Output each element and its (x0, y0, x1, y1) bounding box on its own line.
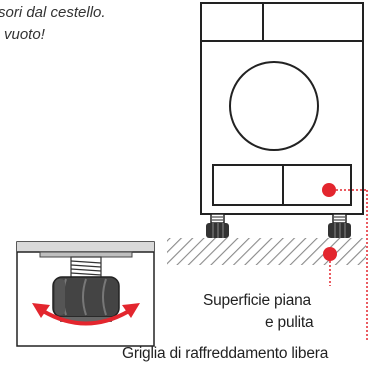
grille-marker (322, 183, 336, 197)
adjustable-foot-detail (16, 241, 155, 347)
dryer-feet (206, 213, 351, 238)
label-flat-clean-surface-line2: e pulita (265, 314, 314, 331)
surface-marker (323, 247, 337, 261)
dryer-machine (200, 2, 364, 215)
instruction-line-2: vuoto! (4, 26, 45, 43)
rotation-arrow (41, 309, 131, 326)
label-free-cooling-grille: Griglia di raffreddamento libera (122, 345, 329, 362)
instruction-line-1: sori dal cestello. (0, 4, 106, 21)
label-flat-clean-surface-line1: Superficie piana (203, 292, 311, 309)
callouts (322, 183, 368, 342)
dryer-door (229, 61, 319, 151)
